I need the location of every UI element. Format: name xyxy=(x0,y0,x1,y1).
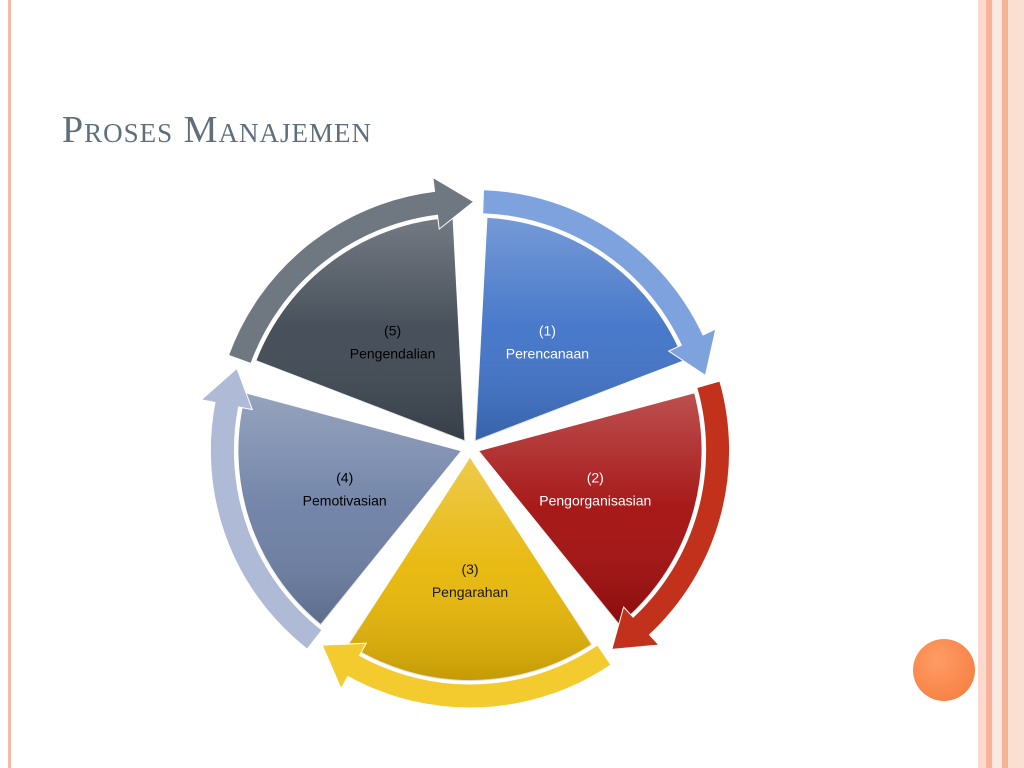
wedge-gloss-pengarahan xyxy=(347,456,593,681)
wedge-gloss-pengorganisasian xyxy=(477,392,703,626)
wedge-gloss-pengendalian xyxy=(255,216,466,442)
arrow-pengarahan xyxy=(321,642,612,709)
segment-number-pemotivasian: (4) xyxy=(336,470,353,486)
segment-label-pengarahan: Pengarahan xyxy=(432,584,508,600)
segment-label-pengendalian: Pengendalian xyxy=(350,345,436,361)
segment-label-pemotivasian: Pemotivasian xyxy=(303,493,387,509)
wedge-gloss-pemotivasian xyxy=(237,392,463,626)
segment-number-pengorganisasian: (2) xyxy=(587,470,604,486)
arrow-pengendalian xyxy=(227,176,475,365)
arrow-pengorganisasian xyxy=(611,380,731,650)
wedge-gloss-perencanaan xyxy=(474,216,685,442)
arrow-pemotivasian xyxy=(200,367,323,650)
left-border-line xyxy=(8,0,11,768)
arrow-perencanaan xyxy=(482,189,717,377)
segment-number-pengarahan: (3) xyxy=(461,561,478,577)
segment-label-pengorganisasian: Pengorganisasian xyxy=(539,493,651,509)
segment-label-perencanaan: Perencanaan xyxy=(506,345,589,361)
segment-number-perencanaan: (1) xyxy=(539,322,556,338)
right-decorative-stripes xyxy=(978,0,1024,768)
segment-number-pengendalian: (5) xyxy=(384,322,401,338)
orange-accent-circle xyxy=(913,639,975,701)
slide-title: Proses Manajemen xyxy=(62,109,372,151)
